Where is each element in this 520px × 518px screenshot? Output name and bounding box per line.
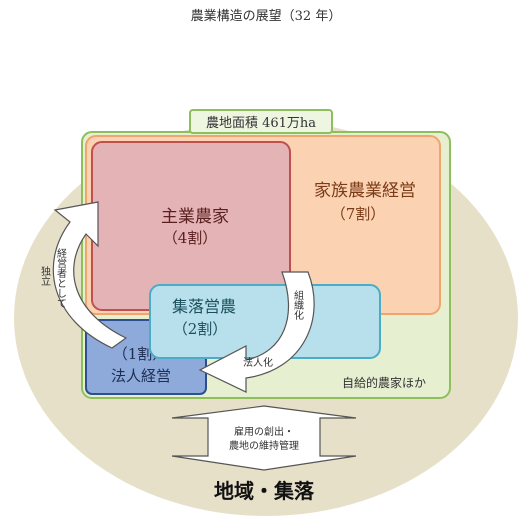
corporate-name: 法人経営 <box>111 367 171 385</box>
main-farmer-name: 主業農家 <box>161 207 229 227</box>
farmland-label-box <box>189 109 333 134</box>
double-arrow-line2: 農地の維持管理 <box>229 439 299 452</box>
independence-arrow <box>52 201 128 349</box>
village-farm-name: 集落営農 <box>172 297 236 316</box>
incorporation-label: 法人化 <box>243 356 273 369</box>
family-farm-share: （7割） <box>331 205 386 223</box>
main-farmer-share: （4割） <box>163 229 218 247</box>
village-farm-share: （2割） <box>173 320 228 338</box>
double-arrow-line1: 雇用の創出・ <box>234 425 294 438</box>
farmland-label: 農地面積 461万ha <box>206 116 316 131</box>
independence-arrow-line2: 独立 <box>39 265 51 286</box>
diagram-title: 農業構造の展望（32 年） <box>191 8 342 24</box>
organization-label: 組織化 <box>292 289 304 320</box>
region-label: 地域・集落 <box>214 479 315 503</box>
self-sufficient-label: 自給的農家ほか <box>342 375 426 390</box>
independence-arrow-line1: 経営者として <box>55 247 67 308</box>
family-farm-name: 家族農業経営 <box>314 181 416 201</box>
employment-double-arrow <box>171 405 357 471</box>
incorporation-arrow <box>198 271 315 393</box>
